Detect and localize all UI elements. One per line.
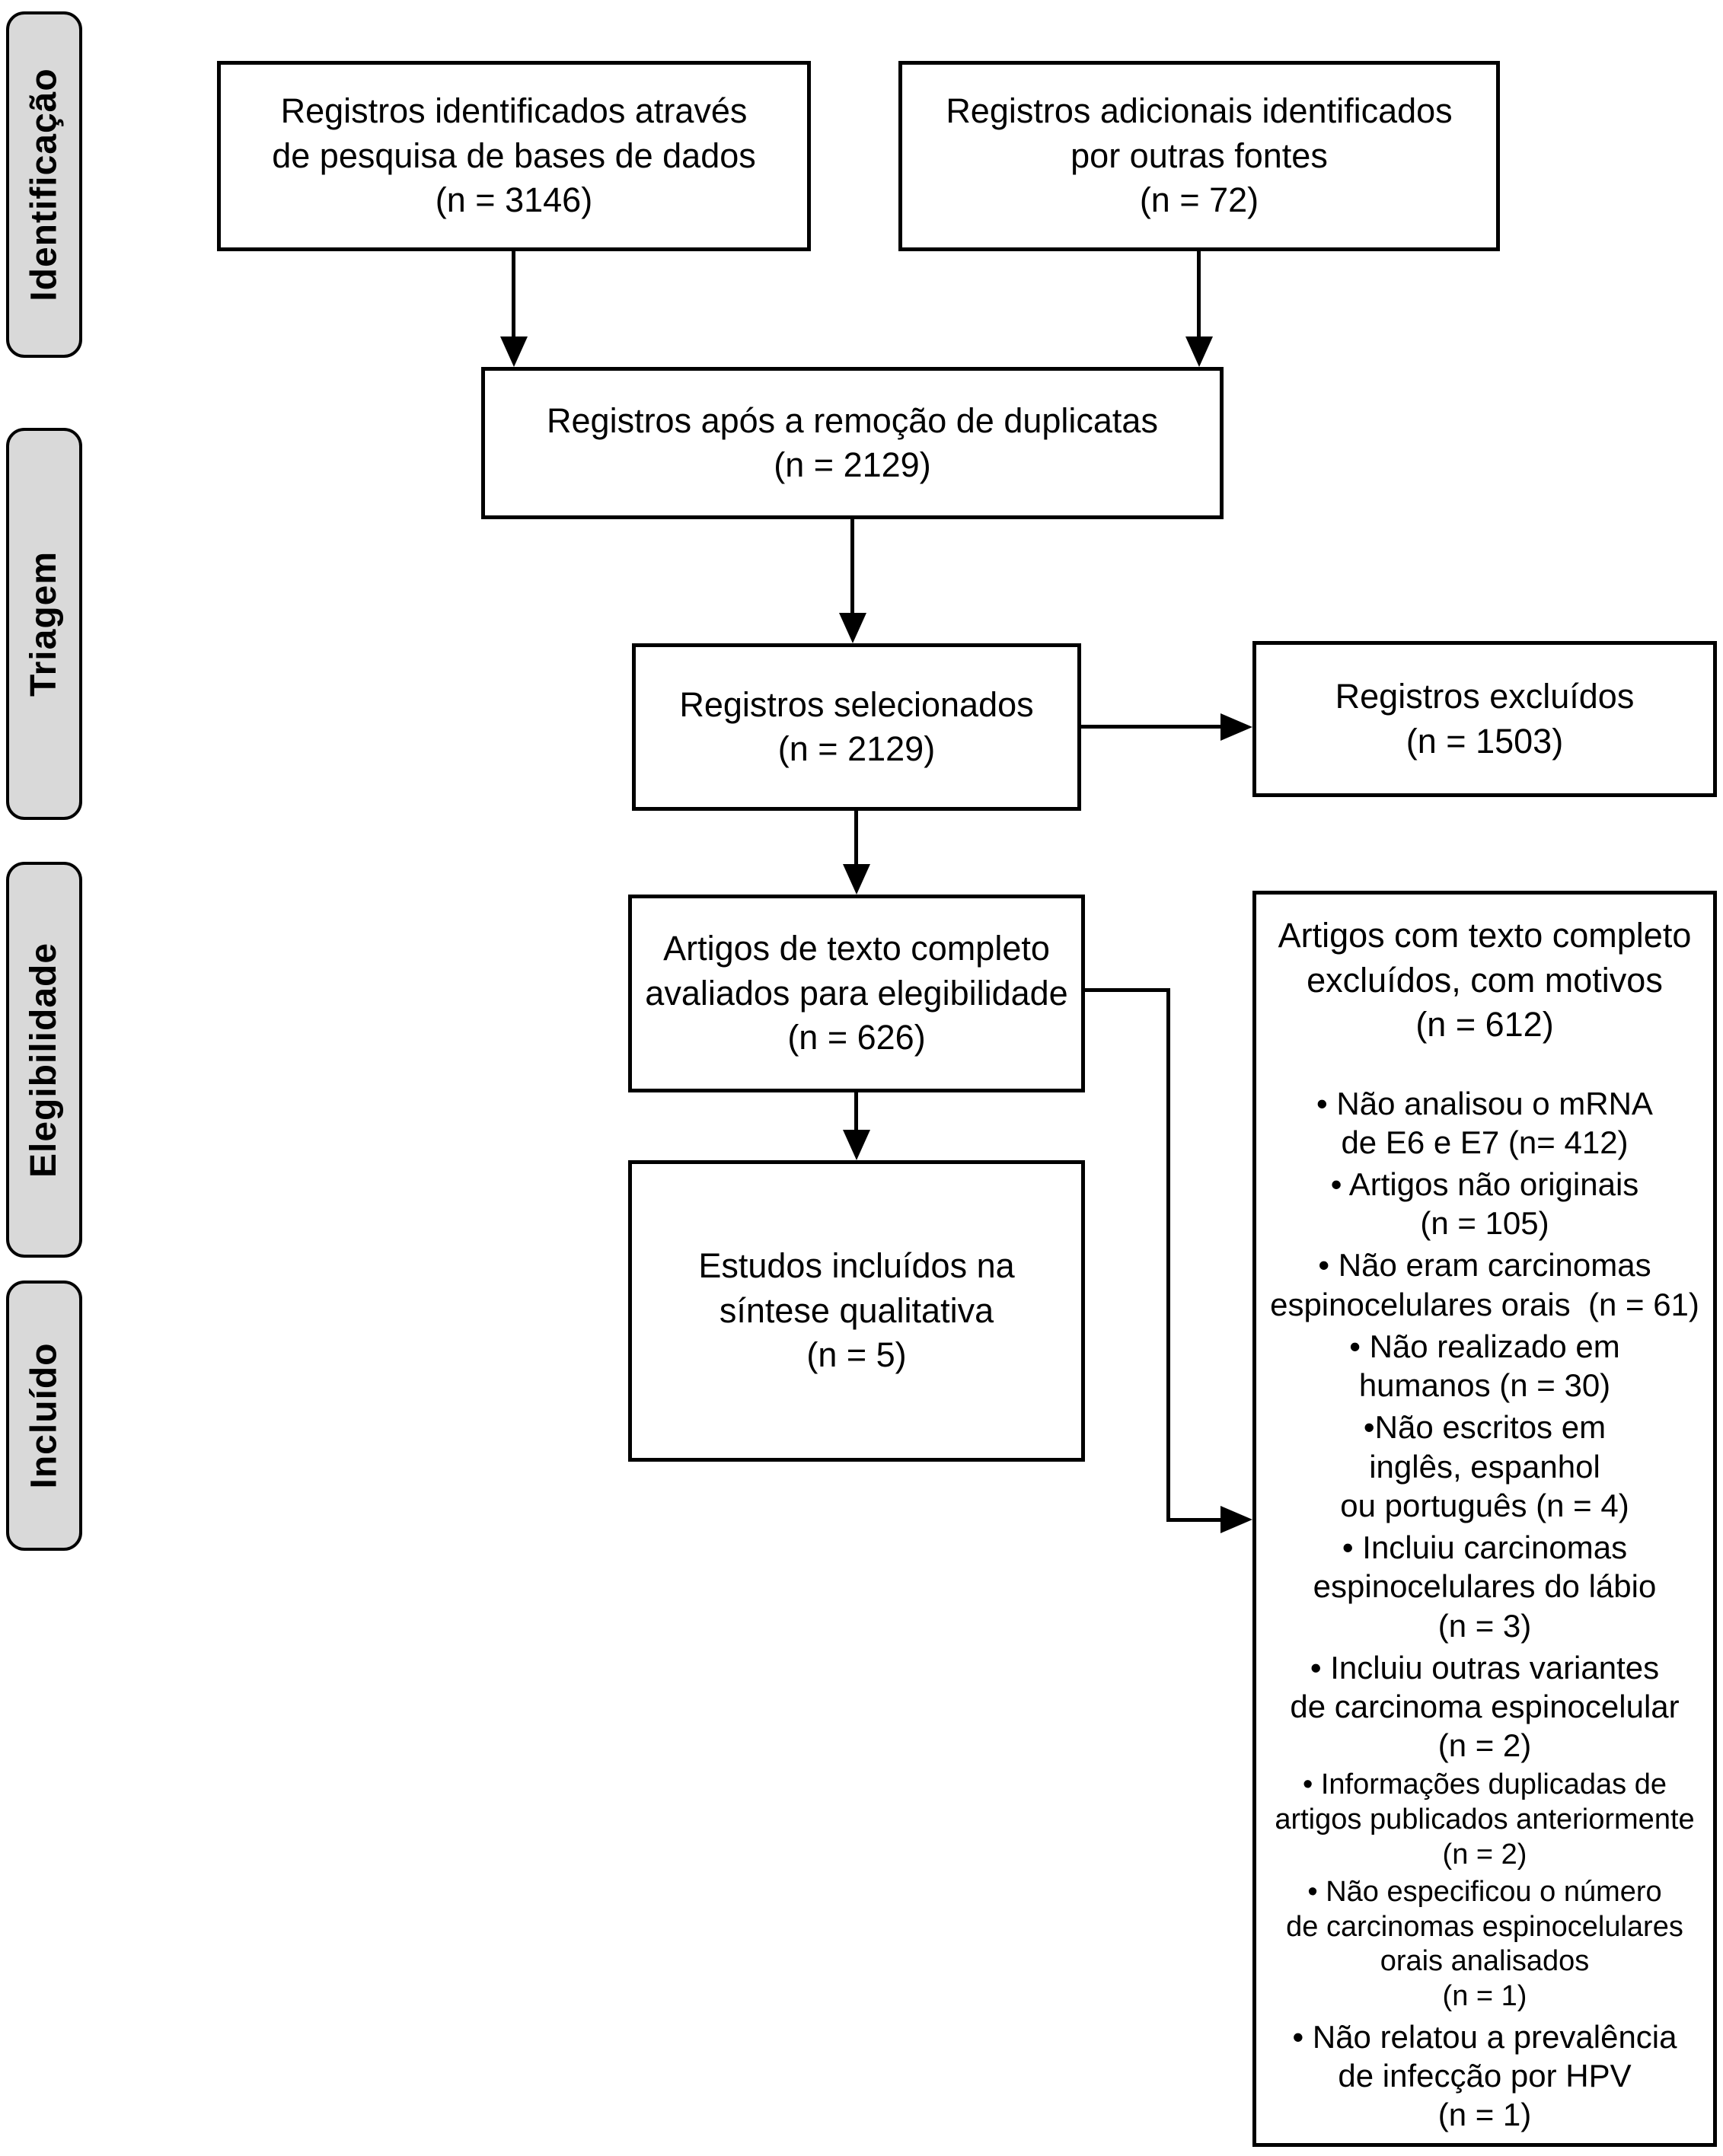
exclusion-reason-item: • Incluiu carcinomas espinocelulares do … [1313, 1529, 1657, 1644]
exclusion-reason-item: • Não relatou a prevalência de infecção … [1292, 2018, 1677, 2133]
box-records-after-duplicates-text: Registros após a remoção de duplicatas (… [547, 400, 1158, 485]
panel-fulltext-excluded-header: Artigos com texto completo excluídos, co… [1278, 916, 1692, 1044]
arrow-duplicates-to-screened-line [850, 519, 854, 613]
box-records-identified-database-text: Registros identificados através de pesqu… [272, 91, 756, 220]
arrow-fulltext-to-included-head [843, 1130, 870, 1160]
box-records-identified-database: Registros identificados através de pesqu… [217, 61, 811, 251]
arrow-fulltext-to-panel-segment-2 [1166, 988, 1170, 1522]
exclusion-reason-item: • Artigos não originais (n = 105) [1330, 1166, 1639, 1242]
stage-label-elegibilidade: Elegibilidade [24, 942, 65, 1178]
stage-box-triagem: Triagem [6, 428, 82, 820]
panel-fulltext-excluded: Artigos com texto completo excluídos, co… [1252, 891, 1717, 2147]
arrow-other-to-duplicates-line [1197, 251, 1201, 336]
stage-box-incluido: Incluído [6, 1281, 82, 1551]
exclusion-reason-item: • Não analisou o mRNA de E6 e E7 (n= 412… [1316, 1085, 1653, 1160]
exclusion-reason-item: • Não eram carcinomas espinocelulares or… [1270, 1247, 1699, 1322]
arrow-duplicates-to-screened-head [839, 613, 866, 643]
box-records-after-duplicates: Registros após a remoção de duplicatas (… [481, 367, 1224, 519]
arrow-fulltext-to-panel-segment-1 [1085, 988, 1170, 992]
arrow-screened-to-fulltext-line [854, 811, 858, 864]
stage-box-elegibilidade: Elegibilidade [6, 862, 82, 1258]
arrow-db-to-duplicates-line [512, 251, 515, 336]
box-fulltext-assessed: Artigos de texto completo avaliados para… [628, 895, 1085, 1092]
box-records-excluded-text: Registros excluídos (n = 1503) [1335, 677, 1635, 761]
arrow-other-to-duplicates-head [1185, 336, 1213, 367]
arrow-screened-to-excluded-line [1081, 725, 1220, 729]
exclusion-reason-item: • Não realizado em humanos (n = 30) [1349, 1328, 1620, 1404]
arrow-db-to-duplicates-head [500, 336, 528, 367]
box-records-screened-text: Registros selecionados (n = 2129) [679, 684, 1034, 769]
box-records-other-sources: Registros adicionais identificados por o… [898, 61, 1500, 251]
exclusion-reasons-list: • Não analisou o mRNA de E6 e E7 (n= 412… [1256, 1084, 1713, 2135]
arrow-fulltext-to-panel-head [1220, 1506, 1252, 1533]
arrow-fulltext-to-panel-segment-3 [1166, 1518, 1223, 1522]
stage-label-triagem: Triagem [24, 550, 65, 697]
arrow-screened-to-fulltext-head [843, 864, 870, 895]
stage-label-identificacao: Identificação [24, 68, 65, 301]
box-fulltext-assessed-text: Artigos de texto completo avaliados para… [645, 929, 1068, 1057]
box-studies-included: Estudos incluídos na síntese qualitativa… [628, 1160, 1085, 1462]
arrow-fulltext-to-included-line [854, 1092, 858, 1130]
box-studies-included-text: Estudos incluídos na síntese qualitativa… [698, 1246, 1015, 1375]
box-records-excluded: Registros excluídos (n = 1503) [1252, 641, 1717, 797]
exclusion-reason-item: • Informações duplicadas de artigos publ… [1275, 1768, 1695, 1871]
exclusion-reason-item: •Não escritos em inglês, espanhol ou por… [1340, 1409, 1629, 1523]
box-records-screened: Registros selecionados (n = 2129) [632, 643, 1081, 811]
stage-label-incluido: Incluído [24, 1342, 65, 1489]
exclusion-reason-item: • Incluiu outras variantes de carcinoma … [1290, 1649, 1680, 1764]
stage-box-identificacao: Identificação [6, 11, 82, 358]
arrow-screened-to-excluded-head [1220, 713, 1252, 741]
box-records-other-sources-text: Registros adicionais identificados por o… [946, 91, 1453, 220]
exclusion-reason-item: • Não especificou o número de carcinomas… [1286, 1876, 1683, 2013]
